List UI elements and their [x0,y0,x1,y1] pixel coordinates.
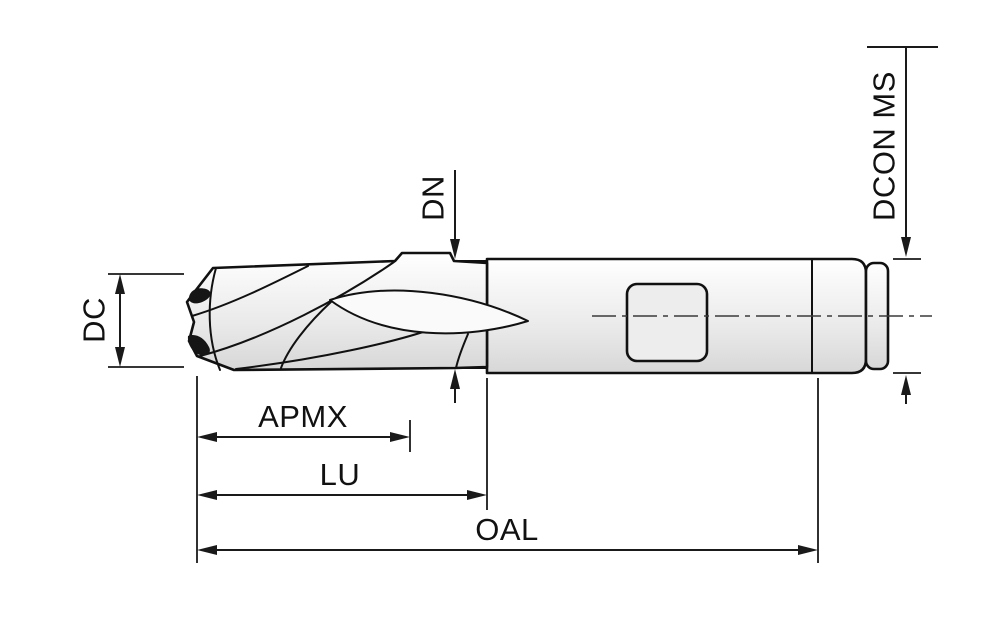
weldon-flat [625,282,709,363]
lu-arrow-right [467,490,487,500]
dc-arrow-up [115,274,125,294]
flute-spiral-line-3 [235,328,433,370]
lu-dimension: LU [197,378,488,510]
oal-label: OAL [475,512,539,547]
lu-label: LU [320,457,361,492]
apmx-dimension: APMX [197,399,411,452]
apmx-label: APMX [258,399,348,434]
flute-spiral-line-1 [199,261,395,357]
apmx-arrow-right [390,432,410,442]
flute-runout-lens [329,289,529,335]
dc-dimension: DC [77,273,184,368]
oal-arrow-right [798,545,818,555]
oal-arrow-left [197,545,217,555]
dc-arrow-down [115,347,125,367]
lu-arrow-left [197,490,217,500]
end-mill-drawing [185,251,932,375]
dcon-arrow-down [901,237,911,257]
dimensions: DC DN DCON MS APMX [77,46,938,563]
flute-section [185,251,529,372]
dn-arrow-up [450,369,460,389]
dcon-arrow-up [901,375,911,395]
dn-label: DN [416,175,451,221]
apmx-arrow-left [197,432,217,442]
flute-spiral-line-2 [191,265,309,317]
oal-dimension: OAL [197,378,819,563]
cutting-edge-dark-bottom [187,335,210,356]
dcon-label: DCON MS [867,71,902,221]
flute-valley-line [280,300,333,369]
end-face-curve [208,267,221,371]
flute-runout-line [455,333,469,369]
dn-dimension: DN [416,170,460,403]
cutting-edge-dark-top [188,288,211,304]
dc-label: DC [77,297,112,343]
dcon-dimension: DCON MS [867,46,938,404]
dn-arrow-down [450,239,460,259]
